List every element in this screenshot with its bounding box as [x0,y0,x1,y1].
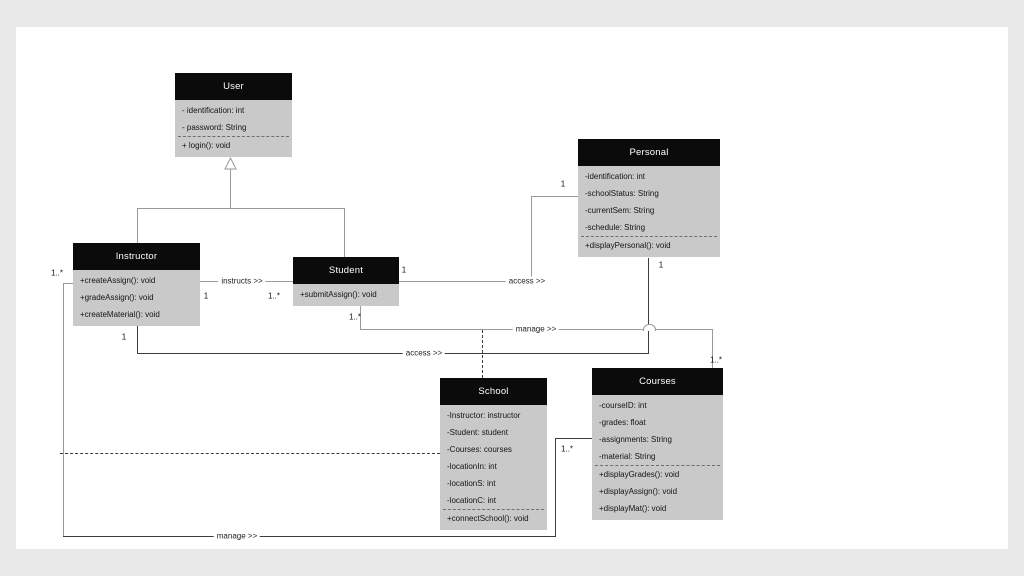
class-method: +gradeAssign(): void [80,293,154,302]
class-title: School [440,378,547,405]
association-manage-ic-line [555,438,556,536]
multiplicity: 1..* [348,312,362,322]
class-attribute: -material: String [599,452,656,461]
class-method: +displayGrades(): void [599,470,680,479]
multiplicity: 1 [203,291,209,301]
association-access-sp-line [531,196,578,197]
class-body: -Instructor: instructor -Student: studen… [440,405,547,530]
multiplicity: 1 [658,260,664,270]
association-label-manage-sc: manage >> [512,324,560,334]
class-title: Personal [578,139,720,166]
multiplicity: 1 [401,265,407,275]
class-attribute: -locationIn: int [447,462,497,471]
association-access-sp-line [399,281,531,282]
association-manage-ic-line [63,536,556,537]
section-divider [178,136,289,137]
association-label-instructs: instructs >> [218,276,266,286]
multiplicity: 1..* [709,355,723,365]
class-title: User [175,73,292,100]
association-label-manage-ic: manage >> [213,531,261,541]
class-attribute: -identification: int [585,172,646,181]
generalization-line [137,208,138,243]
class-instructor: Instructor +createAssign(): void +gradeA… [73,243,200,326]
class-body: - identification: int - password: String… [175,100,292,157]
class-courses: Courses -courseID: int -grades: float -a… [592,368,723,520]
class-body: +createAssign(): void +gradeAssign(): vo… [73,270,200,326]
class-attribute: -locationS: int [447,479,496,488]
class-body: -courseID: int -grades: float -assignmen… [592,395,723,520]
diagram-canvas: instructs >> access >> manage >> access … [16,27,1008,549]
association-access-ip-line [137,353,649,354]
section-divider [443,509,544,510]
multiplicity: 1 [121,332,127,342]
section-divider [581,236,717,237]
class-personal: Personal -identification: int -schoolSta… [578,139,720,257]
association-label-access-sp: access >> [505,276,549,286]
association-manage-ic-line [63,283,73,284]
multiplicity: 1..* [267,291,281,301]
association-label-access-ip: access >> [402,348,446,358]
generalization-line [137,208,345,209]
section-divider [595,465,720,466]
class-title: Student [293,257,399,284]
class-attribute: -Courses: courses [447,445,512,454]
class-body: -identification: int -schoolStatus: Stri… [578,166,720,257]
class-student: Student +submitAssign(): void [293,257,399,306]
multiplicity: 1..* [50,268,64,278]
class-attribute: - identification: int [182,106,245,115]
class-title: Instructor [73,243,200,270]
class-attribute: -courseID: int [599,401,647,410]
class-method: +displayAssign(): void [599,487,678,496]
class-title: Courses [592,368,723,395]
line-crossing-hop [643,324,656,331]
class-method: +createAssign(): void [80,276,156,285]
class-attribute: -Student: student [447,428,508,437]
class-method: +submitAssign(): void [300,290,377,299]
class-attribute: -currentSem: String [585,206,655,215]
association-access-sp-line [531,196,532,282]
class-attribute: -schoolStatus: String [585,189,659,198]
class-attribute: -schedule: String [585,223,646,232]
association-manage-sc-line [712,329,713,368]
dependency-dashed-line [60,453,440,454]
association-manage-ic-line [63,283,64,536]
association-access-ip-line [137,326,138,353]
class-method: + login(): void [182,141,231,150]
association-manage-ic-line [555,438,592,439]
dependency-dashed-line [482,330,483,378]
class-attribute: - password: String [182,123,247,132]
class-attribute: -grades: float [599,418,646,427]
class-method: +connectSchool(): void [447,514,529,523]
class-method: +displayPersonal(): void [585,241,671,250]
association-manage-sc-line [360,306,361,330]
class-user: User - identification: int - password: S… [175,73,292,157]
multiplicity: 1..* [560,444,574,454]
class-attribute: -locationC: int [447,496,496,505]
generalization-line [230,169,231,208]
class-school: School -Instructor: instructor -Student:… [440,378,547,530]
multiplicity: 1 [560,179,566,189]
class-attribute: -assignments: String [599,435,672,444]
generalization-line [344,208,345,257]
class-method: +createMaterial(): void [80,310,160,319]
class-attribute: -Instructor: instructor [447,411,521,420]
association-access-ip-line [648,258,649,353]
class-method: +displayMat(): void [599,504,667,513]
class-body: +submitAssign(): void [293,284,399,306]
